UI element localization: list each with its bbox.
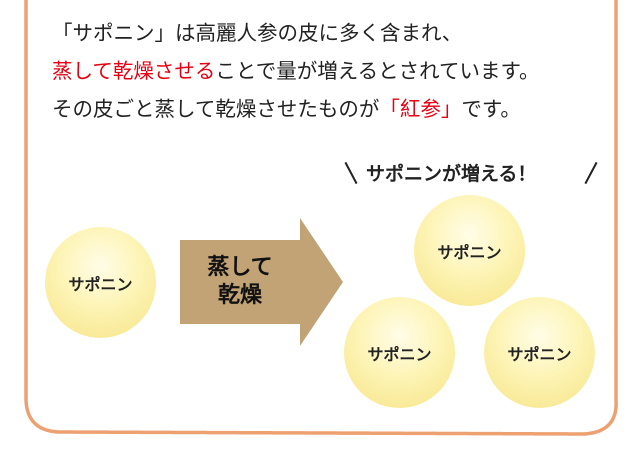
process-line-2: 乾燥 (217, 283, 262, 308)
intro-line-3-start: その皮ごと蒸して乾燥させたものが (52, 97, 380, 121)
highlight-red-ginseng: 「紅参」 (379, 97, 462, 121)
saponin-label: サポニン (367, 344, 432, 364)
process-arrow (180, 218, 343, 346)
intro-line-1: 「サポニン」は高麗人参の皮に多く含まれ、 (52, 21, 463, 45)
highlight-steam-dry: 蒸して乾燥させる (52, 59, 216, 83)
saponin-label: サポニン (437, 242, 502, 262)
process-line-1: 蒸して (207, 255, 273, 280)
saponin-label: サポニン (507, 344, 572, 364)
saponin-bubble-after-top: サポニン (414, 195, 525, 306)
saponin-bubble-after-right: サポニン (484, 297, 595, 408)
intro-line-3: その皮ごと蒸して乾燥させたものが「紅参」です。 (52, 90, 612, 128)
saponin-bubble-before: サポニン (45, 227, 156, 338)
intro-text: 「サポニン」は高麗人参の皮に多く含まれ、 蒸して乾燥させることで量が増えるとされ… (52, 14, 612, 128)
saponin-label: サポニン (68, 274, 133, 294)
increase-callout: サポニンが増える！ (342, 157, 604, 187)
intro-line-2-rest: ことで量が増えるとされています。 (215, 59, 540, 83)
intro-line-2: 蒸して乾燥させることで量が増えるとされています。 (52, 52, 612, 90)
process-label: 蒸して 乾燥 (180, 240, 300, 324)
intro-line-3-end: です。 (461, 97, 521, 121)
callout-text: サポニンが増える！ (366, 163, 537, 185)
frame-border (24, 0, 618, 436)
callout-left-slash (344, 161, 358, 185)
callout-right-slash (584, 161, 598, 185)
saponin-bubble-after-left: サポニン (344, 297, 455, 408)
